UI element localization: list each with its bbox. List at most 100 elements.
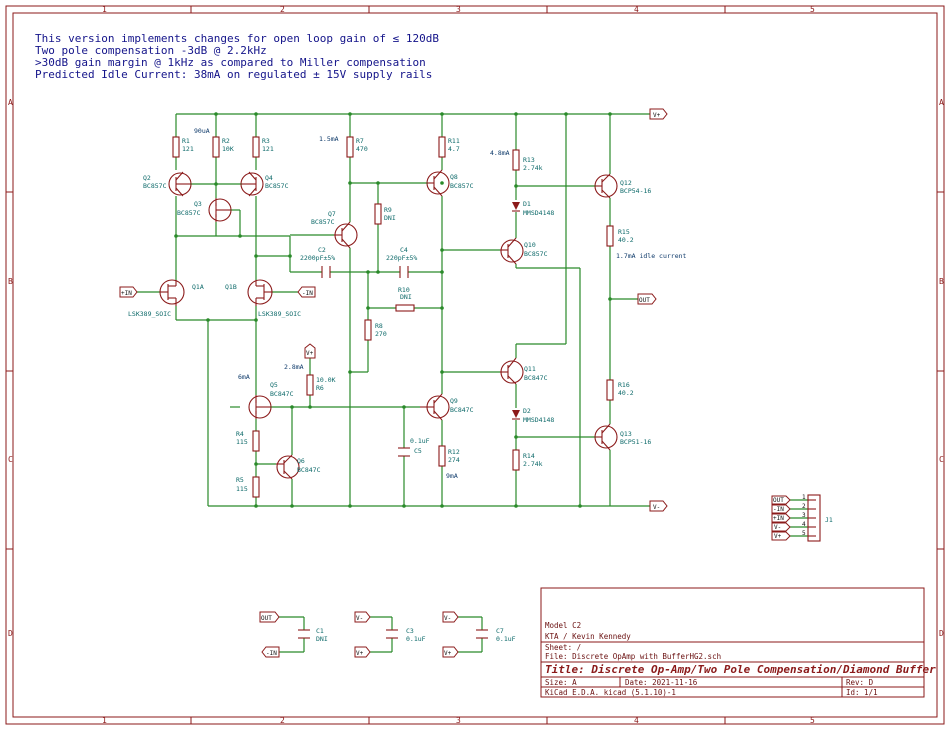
ref-r10: R10 [398,286,410,294]
value-q12: BCP54-16 [620,187,651,195]
value-r13: 2.74k [523,164,543,172]
value-c7: 0.1uF [496,635,516,643]
ref-r5: R5 [236,476,244,484]
value-r9: DNI [384,214,396,222]
value-q10: BC857C [524,250,548,258]
net-label-vminus: V- [653,504,660,511]
transistor-q6 [276,454,300,480]
value-q7: BC857C [311,218,335,226]
row-label: A [8,98,13,107]
annotation-1-5ma: 1.5mA [319,135,339,143]
value-q1a: LSK389_SOIC [128,310,171,318]
ref-r8: R8 [375,322,383,330]
net-label-out-c1: OUT [261,615,272,622]
ref-q11: Q11 [524,365,536,373]
value-r8: 270 [375,330,387,338]
value-c5: 0.1uF [410,437,430,445]
value-r10: DNI [400,293,412,301]
resistor-r8 [364,319,372,341]
ref-d2: D2 [523,407,531,415]
capacitor-c2 [321,266,331,278]
value-q3: BC857C [177,209,201,217]
value-c2: 2200pF±5% [300,254,335,262]
resistor-r6 [306,374,314,396]
value-q9: BC847C [450,406,474,414]
title-block-company: Model C2 [545,621,581,630]
row-label: B [8,277,13,286]
j1-pin-number: 2 [802,503,806,510]
value-r5: 115 [236,485,248,493]
capacitor-c7 [476,629,488,639]
ref-q13: Q13 [620,430,632,438]
ref-j1: J1 [825,516,833,524]
ref-r2: R2 [222,137,230,145]
ref-q3: Q3 [194,200,202,208]
value-r1: 121 [182,145,194,153]
annotation-6ma: 6mA [238,373,250,381]
ref-c4: C4 [400,246,408,254]
value-c4: 220pF±5% [386,254,417,262]
diode-d1 [512,202,520,212]
net-label-vplus-r6: V+ [306,350,314,357]
ref-r12: R12 [448,448,460,456]
ref-r9: R9 [384,206,392,214]
title-block-author: KTA / Kevin Kennedy [545,632,631,641]
note-line: Predicted Idle Current: 38mA on regulate… [35,68,432,81]
j1-label-vplus: V+ [774,533,782,540]
transistor-q10 [500,237,524,265]
ref-q10: Q10 [524,241,536,249]
value-c3: 0.1uF [406,635,426,643]
diode-d2 [512,410,520,420]
ref-r3: R3 [262,137,270,145]
transistor-q13 [594,423,618,451]
resistor-r4 [252,430,260,452]
title-block-title: Title: Discrete Op-Amp/Two Pole Compensa… [545,663,936,676]
resistor-r12 [438,445,446,467]
ref-q12: Q12 [620,179,632,187]
value-r15: 40.2 [618,236,634,244]
j1-label-vminus: V- [774,524,781,531]
value-q11: BC847C [524,374,548,382]
value-q8: BC857C [450,182,474,190]
j1-label-out: OUT [773,497,784,504]
row-label: C [939,455,944,464]
net-label-vplus-c3: V+ [356,650,364,657]
col-label: 3 [456,5,461,14]
col-label: 3 [456,716,461,725]
resistor-r7 [346,136,354,158]
value-r2: 10K [222,145,234,153]
ref-q8: Q8 [450,173,458,181]
row-label: D [8,629,13,638]
ref-r13: R13 [523,156,535,164]
net-label-vplus-c7: V+ [444,650,452,657]
ref-c1: C1 [316,627,324,635]
annotation-9ma: 9mA [446,472,458,480]
title-block-file: File: Discrete OpAmp with BufferHG2.sch [545,652,721,661]
ref-q2: Q2 [143,174,151,182]
title-block-id: Id: 1/1 [846,688,878,697]
capacitor-c3 [386,629,398,639]
ref-r1: R1 [182,137,190,145]
title-block-date: Date: 2021-11-16 [625,678,698,687]
resistor-r11 [438,136,446,158]
value-r6: 10.0K [316,376,336,384]
col-label: 5 [810,716,815,725]
j1-pin-number: 4 [802,521,806,528]
current-annotations: 90uA 1.5mA 4.8mA 1.7mA idle current 6mA … [194,127,687,480]
transistor-q12 [594,173,618,199]
annotation-2-8ma: 2.8mA [284,363,304,371]
ref-c7: C7 [496,627,504,635]
resistor-r1 [172,136,180,158]
col-label: 1 [102,716,107,725]
value-q6: BC847C [297,466,321,474]
note-line: Two pole compensation -3dB @ 2.2kHz [35,44,267,57]
row-label: C [8,455,13,464]
transistors: Q2 BC857C Q4 BC857C Q3 BC857C [128,169,651,480]
resistor-r9 [374,203,382,225]
value-d2: MMSD4148 [523,416,554,424]
ref-r14: R14 [523,452,535,460]
capacitors: C2 2200pF±5% C4 220pF±5% 0.1uF C5 C1 DNI… [298,246,516,643]
net-label-vminus-c7: V- [444,615,451,622]
ref-q5: Q5 [270,381,278,389]
